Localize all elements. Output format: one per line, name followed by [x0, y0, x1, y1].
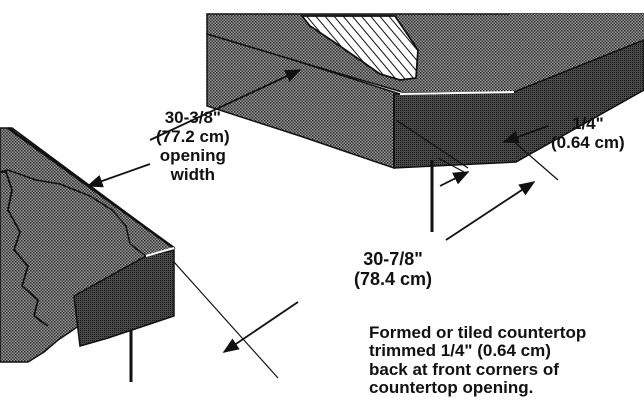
- opening-word: opening: [159, 146, 226, 166]
- trim-note-line-4: countertop opening.: [369, 378, 534, 398]
- trim-note-line-3: back at front corners of: [369, 359, 559, 379]
- trim-note-line-2: trimmed 1/4" (0.64 cm): [369, 341, 551, 361]
- trim-inches: 1/4": [572, 114, 604, 133]
- trim-label: 1/4" (0.64 cm): [551, 114, 625, 152]
- trim-note: Formed or tiled countertop trimmed 1/4" …: [369, 323, 587, 398]
- trim-cm: (0.64 cm): [551, 133, 625, 153]
- opening-width-label: 30-3/8" (77.2 cm) opening width: [156, 108, 230, 184]
- right-countertop-section: [206, 13, 644, 232]
- left-countertop-section: [0, 126, 176, 382]
- depth-dimension: [173, 181, 536, 379]
- depth-cm: (78.4 cm): [354, 269, 433, 290]
- trim-dimension: [395, 119, 559, 187]
- opening-width-inches: 30-3/8": [164, 108, 221, 127]
- left-countertop-broken-edge: [0, 171, 49, 327]
- opening-width-cm: (77.2 cm): [156, 127, 230, 147]
- depth-label: 30-7/8" (78.4 cm): [354, 249, 432, 289]
- depth-inches: 30-7/8": [363, 249, 423, 269]
- right-countertop-cutaway-hatch: [300, 15, 419, 81]
- width-word: width: [170, 165, 216, 185]
- right-countertop-top-band: [400, 14, 644, 92]
- opening-width-dimension: [86, 69, 302, 188]
- trim-note-line-1: Formed or tiled countertop: [369, 323, 587, 342]
